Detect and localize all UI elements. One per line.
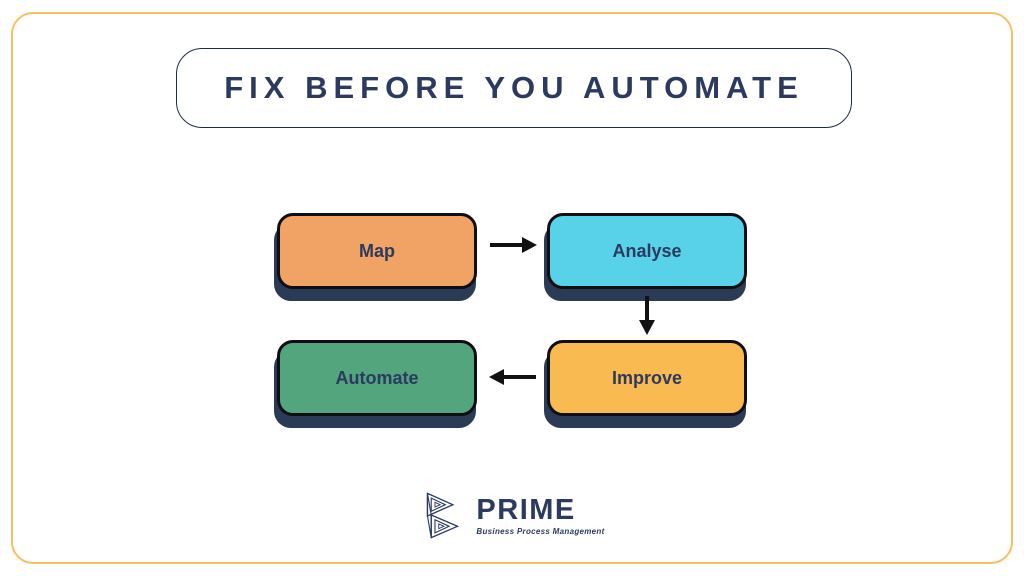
page-title: FIX BEFORE YOU AUTOMATE: [224, 70, 804, 105]
prime-logo-icon: [427, 492, 460, 539]
flow-node-analyse-label: Analyse: [612, 240, 682, 261]
flow-node-improve-label: Improve: [611, 367, 683, 388]
title-box: FIX BEFORE YOU AUTOMATE: [176, 48, 852, 128]
logo-wordmark: PRIME: [476, 493, 576, 526]
arrow-right-icon: [488, 231, 538, 264]
arrow-left-icon: [488, 363, 538, 396]
flow-node-analyse: Analyse: [547, 213, 747, 289]
arrow-down-icon: [632, 294, 662, 341]
logo-text: PRIME Business Process Management: [476, 493, 605, 537]
flow-node-map-label: Map: [359, 240, 395, 261]
flow-node-map: Map: [277, 213, 477, 289]
logo: PRIME Business Process Management: [0, 489, 1024, 542]
logo-tagline: Business Process Management: [476, 527, 605, 537]
flow-node-improve: Improve: [547, 340, 747, 416]
flow-node-automate: Automate: [277, 340, 477, 416]
flow-node-automate-label: Automate: [335, 367, 419, 388]
